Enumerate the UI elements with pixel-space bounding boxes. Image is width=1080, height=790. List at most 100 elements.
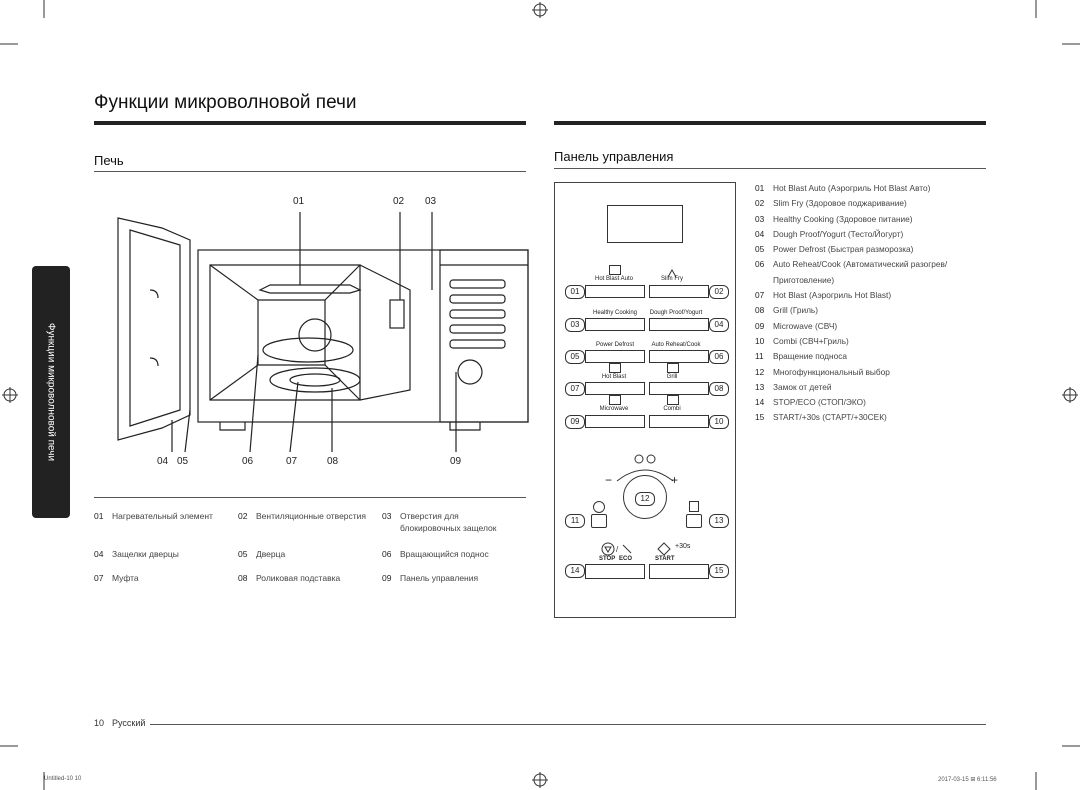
stop-label: STOP: [599, 556, 616, 562]
list-item: 14 STOP/ECO (СТОП/ЭКО): [755, 395, 985, 410]
num-03: 03: [565, 318, 585, 332]
label-hot-blast: Hot Blast: [601, 374, 627, 380]
microwave-icon: [609, 395, 621, 405]
display: [607, 205, 683, 243]
list-text: Grill (Гриль): [773, 305, 819, 316]
legend-text: Дверца: [256, 549, 286, 559]
button-hot-blast-auto[interactable]: [585, 285, 645, 298]
dial-plus: +: [671, 473, 679, 487]
legend-num: 01: [94, 511, 104, 521]
list-text: STOP/ECO (СТОП/ЭКО): [773, 397, 866, 408]
title-rule-right: [554, 121, 986, 125]
legend-item: 06 Вращающийся поднос: [382, 548, 522, 560]
label-combi: Combi: [663, 406, 681, 412]
start-label: START: [655, 556, 675, 562]
num-09: 09: [565, 415, 585, 429]
legend-text: Вентиляционные отверстия: [256, 511, 367, 521]
turntable-icon: [593, 501, 605, 513]
svg-text:/: /: [616, 545, 619, 554]
dial-minus: −: [605, 473, 613, 487]
turntable-button[interactable]: [591, 514, 607, 528]
child-lock-button[interactable]: [686, 514, 702, 528]
list-text: Hot Blast (Аэрогриль Hot Blast): [773, 290, 892, 301]
callout-01: 01: [293, 196, 305, 207]
page-title: Функции микроволновой печи: [94, 92, 357, 113]
slim-fry-icon: [667, 265, 677, 278]
list-text: Combi (СВЧ+Гриль): [773, 335, 849, 346]
plus30-label: +30s: [675, 543, 691, 550]
oven-heading: Печь: [94, 153, 124, 168]
list-text: Замок от детей: [773, 381, 832, 392]
list-num: 08: [755, 305, 765, 316]
list-text: Slim Fry (Здоровое поджаривание): [773, 198, 907, 209]
label-healthy-cooking: Healthy Cooking: [592, 310, 638, 316]
label-dough-proof: Dough Proof/Yogurt: [649, 310, 703, 316]
list-num: 05: [755, 244, 765, 255]
start-button[interactable]: [649, 564, 709, 579]
list-num: 14: [755, 397, 765, 408]
button-combi[interactable]: [649, 415, 709, 428]
button-power-defrost[interactable]: [585, 350, 645, 363]
num-01: 01: [565, 285, 585, 299]
legend-text: Защелки дверцы: [112, 549, 179, 559]
footer-language: Русский: [112, 718, 146, 728]
callout-07: 07: [286, 456, 298, 467]
callout-05: 05: [177, 456, 189, 467]
button-healthy-cooking[interactable]: [585, 318, 645, 331]
legend-num: 05: [238, 549, 248, 559]
button-dough-proof[interactable]: [649, 318, 709, 331]
stop-eco-button[interactable]: [585, 564, 645, 579]
button-microwave[interactable]: [585, 415, 645, 428]
label-grill: Grill: [666, 374, 678, 380]
child-lock-icon: [689, 501, 699, 512]
button-hot-blast[interactable]: [585, 382, 645, 395]
legend-item: 05 Дверца: [238, 548, 378, 560]
list-text: Вращение подноса: [773, 351, 847, 362]
start-icon: [657, 542, 671, 556]
multi-select-dial[interactable]: [623, 475, 667, 519]
oven-heading-rule: [94, 171, 526, 172]
legend-item: 02 Вентиляционные отверстия: [238, 510, 378, 522]
label-microwave: Microwave: [599, 406, 629, 412]
num-10: 10: [709, 415, 729, 429]
legend-num: 08: [238, 573, 248, 583]
list-text: START/+30s (СТАРТ/+30СЕК): [773, 412, 887, 423]
legend-text: Панель управления: [400, 573, 479, 583]
eco-label: ECO: [619, 556, 633, 562]
num-08: 08: [709, 382, 729, 396]
callout-02: 02: [393, 196, 405, 207]
legend-num: 02: [238, 511, 248, 521]
num-02: 02: [709, 285, 729, 299]
button-auto-reheat[interactable]: [649, 350, 709, 363]
stop-eco-icon: /: [601, 542, 632, 556]
print-info-left: Untitled-10 10: [44, 776, 82, 782]
side-tab: Функции микроволновой печи: [32, 266, 70, 518]
num-07: 07: [565, 382, 585, 396]
combi-icon: [667, 395, 679, 405]
legend-text: Вращающийся поднос: [400, 549, 489, 559]
footer-rule: [150, 724, 986, 725]
legend-num: 06: [382, 549, 392, 559]
list-num: 11: [755, 351, 764, 362]
button-grill[interactable]: [649, 382, 709, 395]
label-slim-fry: Slim Fry: [661, 276, 683, 282]
print-info-right: 2017-03-15 ⊞ 6:11:56: [938, 777, 997, 783]
num-11: 11: [565, 514, 585, 528]
list-num: 02: [755, 198, 765, 209]
button-slim-fry[interactable]: [649, 285, 709, 298]
callout-03: 03: [425, 196, 437, 207]
list-text: Hot Blast Auto (Аэрогриль Hot Blast Авто…: [773, 183, 931, 193]
